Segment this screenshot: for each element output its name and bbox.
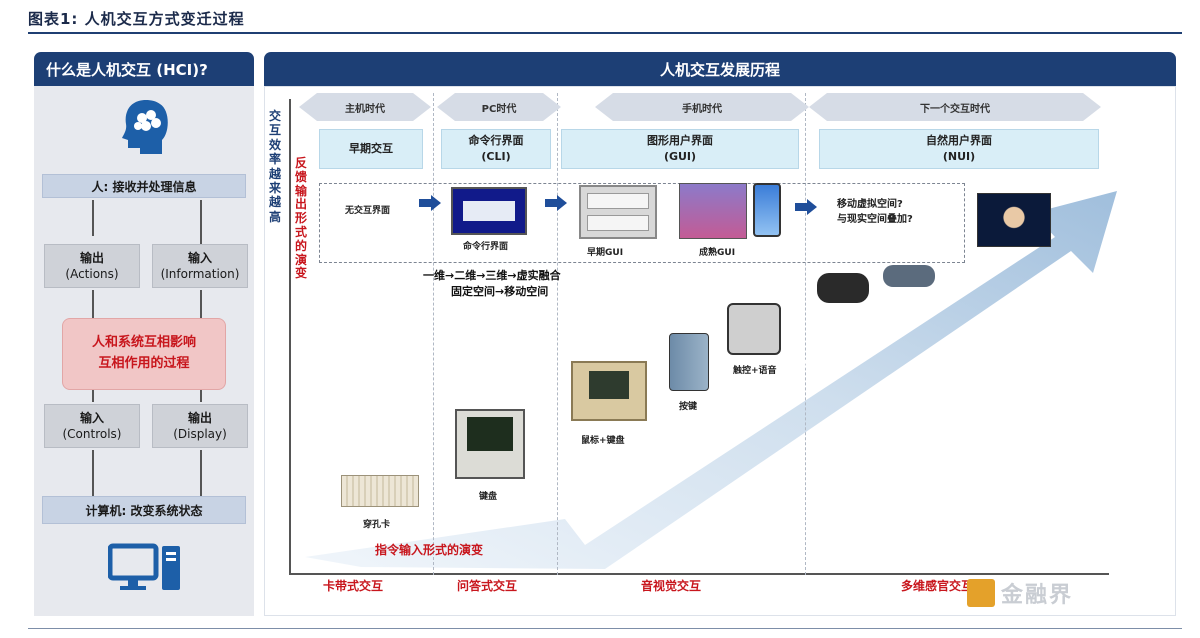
y-axis-label: 交互效率越来越高 xyxy=(269,109,282,224)
input-controls-cn: 输入 xyxy=(79,410,104,425)
output-display-box: 输出 (Display) xyxy=(152,404,248,448)
touch-phone-image xyxy=(727,303,781,355)
bottom-rule xyxy=(28,628,1182,629)
stage-cartridge: 卡带式交互 xyxy=(323,579,384,593)
era-mainframe: 主机时代 xyxy=(299,93,431,121)
touch-voice-label: 触控+语音 xyxy=(733,366,777,376)
hci-header: 什么是人机交互 (HCI)? xyxy=(34,52,254,86)
punch-card-image xyxy=(341,475,419,507)
stage-qa: 问答式交互 xyxy=(457,579,518,593)
next-question-line1: 移动虚拟空间? xyxy=(837,199,903,210)
apple-computer-image xyxy=(571,361,647,421)
feedback-evolution-label: 反馈输出形式的演变 xyxy=(295,156,308,281)
stage-multisensory: 多维感官交互 xyxy=(901,579,974,593)
era-divider-2 xyxy=(557,93,558,575)
punch-card-label: 穿孔卡 xyxy=(363,520,391,530)
vr-headset-image xyxy=(817,273,869,303)
iface-cli: 命令行界面(CLI) xyxy=(441,129,551,169)
era-mobile: 手机时代 xyxy=(595,93,809,121)
arrow-right-icon-1 xyxy=(419,195,441,211)
no-interface-label: 无交互界面 xyxy=(345,206,391,216)
arrow-right-icon-3 xyxy=(795,199,817,215)
era-next: 下一个交互时代 xyxy=(809,93,1101,121)
input-controls-en: (Controls) xyxy=(62,427,122,441)
output-display-cn: 输出 xyxy=(187,410,212,425)
early-gui-label: 早期GUI xyxy=(587,248,624,258)
cli-caption: 命令行界面 xyxy=(463,242,509,252)
space-flow: 固定空间→移动空间 xyxy=(451,285,549,298)
iface-early: 早期交互 xyxy=(319,129,423,169)
next-question: 移动虚拟空间? 与现实空间叠加? xyxy=(837,197,913,227)
y-axis xyxy=(289,99,291,575)
figure-title: 图表1: 人机交互方式变迁过程 xyxy=(28,10,245,28)
watermark-logo-icon xyxy=(967,579,995,607)
hologram-image xyxy=(977,193,1051,247)
watermark-text: 金融界 xyxy=(1001,583,1074,608)
iface-gui: 图形用户界面(GUI) xyxy=(561,129,799,169)
keypad-phone-image xyxy=(669,333,709,391)
mature-gui-image xyxy=(679,183,747,239)
era-divider-1 xyxy=(433,93,434,575)
hci-panel: 人: 接收并处理信息 输出 (Actions) 输入 (Information)… xyxy=(34,86,254,616)
keypad-label: 按键 xyxy=(679,402,698,412)
history-header: 人机交互发展历程 xyxy=(264,52,1176,86)
stage-audiovisual: 音视觉交互 xyxy=(641,579,702,593)
output-actions-en: (Actions) xyxy=(65,267,119,281)
arrow-up-1 xyxy=(200,200,202,244)
input-information-box: 输入 (Information) xyxy=(152,244,248,288)
arrow-down-1 xyxy=(92,200,94,236)
arrow-down-3 xyxy=(92,450,94,496)
output-actions-cn: 输出 xyxy=(79,250,104,265)
cli-screen-image xyxy=(451,187,527,235)
brain-head-icon xyxy=(120,98,172,154)
human-box: 人: 接收并处理信息 xyxy=(42,174,246,198)
keyboard-label: 键盘 xyxy=(479,492,498,502)
ar-glasses-image xyxy=(883,265,935,287)
interaction-line-1: 人和系统互相影响 xyxy=(91,335,196,351)
x-axis xyxy=(289,573,1109,575)
next-question-line2: 与现实空间叠加? xyxy=(837,214,913,225)
arrow-up-3 xyxy=(200,450,202,496)
arrow-right-icon-2 xyxy=(545,195,567,211)
input-information-cn: 输入 xyxy=(187,250,212,265)
era-pc: PC时代 xyxy=(437,93,561,121)
mouse-keyboard-label: 鼠标+键盘 xyxy=(581,436,625,446)
early-gui-image xyxy=(579,185,657,239)
computer-box: 计算机: 改变系统状态 xyxy=(42,496,246,524)
growth-arrow xyxy=(305,191,1117,569)
interaction-line-2: 互相作用的过程 xyxy=(98,356,190,371)
output-display-en: (Display) xyxy=(173,427,227,441)
input-information-en: (Information) xyxy=(160,267,240,281)
mature-gui-label: 成熟GUI xyxy=(699,248,736,258)
interaction-process-box: 人和系统互相影响 互相作用的过程 xyxy=(62,318,226,390)
smartphone-screen-image xyxy=(753,183,781,237)
output-actions-box: 输出 (Actions) xyxy=(44,244,140,288)
history-panel: 交互效率越来越高 反馈输出形式的演变 主机时代 PC时代 手机时代 下一个交互时… xyxy=(264,86,1176,616)
input-controls-box: 输入 (Controls) xyxy=(44,404,140,448)
era-divider-3 xyxy=(805,93,806,575)
watermark: 金融界 xyxy=(967,575,1073,611)
input-evolution-label: 指令输入形式的演变 xyxy=(375,543,484,557)
dimension-flow: 一维→二维→三维→虚实融合 xyxy=(423,269,561,282)
iface-nui: 自然用户界面(NUI) xyxy=(819,129,1099,169)
title-rule xyxy=(28,32,1182,34)
ibm-pc-image xyxy=(455,409,525,479)
feedback-region xyxy=(319,183,965,263)
computer-icon xyxy=(108,542,182,592)
